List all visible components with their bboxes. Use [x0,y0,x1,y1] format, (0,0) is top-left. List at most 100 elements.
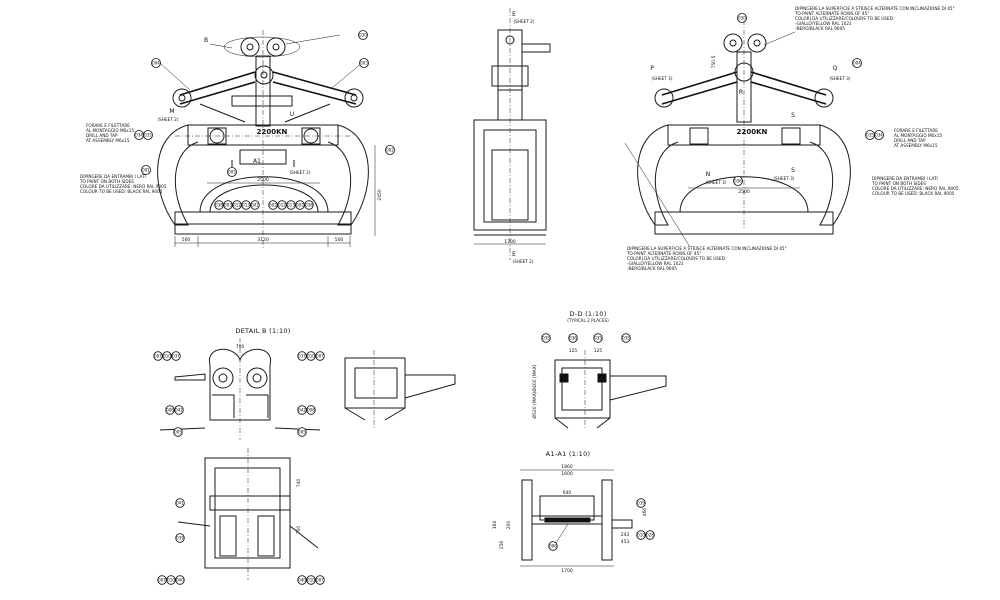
label-s-top: S [791,112,795,119]
note-paint-left-2: TO PAINT ON BOTH SIDES [79,179,134,184]
note-stripes-top-1: DIPINGERE LA SUPERFICIE A STRISCE ALTERN… [795,6,955,11]
bubble-db-ml-0: 008 [166,408,174,413]
bubble-lower-br-0: 040 [298,578,306,583]
dim-500-b: 500 [335,237,344,243]
label-s: S [791,167,795,174]
dim-453: 453 [621,539,630,545]
dim-256: 256 [499,541,505,550]
note-stripes-bottom-1: DIPINGERE LA SUPERFICIE A STRISCE ALTERN… [627,246,787,251]
dim-460: 460 [642,508,648,517]
bubble-dd-0: 035 [542,336,550,341]
dim-3120: 3120 [257,237,269,243]
sheet-e-bottom: (SHEET 2) [513,259,534,264]
bubble-db-ml-1: 042 [175,408,183,413]
label-e-bottom: E [512,251,516,258]
bubble-034-right: 034 [875,133,883,138]
dim-125a: 125 [569,348,578,354]
note-stripes-bottom-4: -GIALLO/YELLOW RAL 1021 [627,261,684,266]
note-stripes-top-2: TO PAINT ALTERNATE ROWS OF 45° [794,11,869,16]
section-dd-title: D-D (1:10) [569,310,606,318]
dim-400: Ø400 (MAX) [531,364,538,391]
bubble-dd-2: 035 [594,336,602,341]
bubble-010-a1: 010 [637,533,645,538]
note-stripes-bottom-2: TO PAINT ALTERNATE ROWS OF 45° [626,251,701,256]
bubble-041: 041 [176,501,184,506]
bubble-db-tr-1: 010 [307,354,315,359]
bubble-006: 006 [549,544,557,549]
section-dd-subtitle: (TYPICAL 2 PLACES) [567,318,609,323]
bubble-002-left: 002 [386,148,394,153]
bubble-row1-4: 002 [251,203,259,208]
label-n: N [706,171,711,178]
bubble-028: 028 [646,533,654,538]
bubble-lower-bl-0: 007 [158,578,166,583]
dim-500-a: 500 [182,237,191,243]
label-r: R [739,89,743,96]
bubble-db-tl-2: 037 [172,354,180,359]
dim-520: Ø520 (MAX) [531,391,538,418]
bubble-db-tl-0: 007 [154,354,162,359]
note-drill-left-4: AT ASSEMBLY M6x15 [86,138,130,143]
sheet-s: (SHEET 3) [774,176,795,181]
label-a1: A1 [253,158,261,165]
bubble-036: 036 [734,179,742,184]
label-q: Q [833,65,838,72]
note-paint-left-3: COLORE DA UTILIZZARE: NERO RAL 9005 [80,184,167,189]
bubble-035-right: 035 [866,133,874,138]
bubble-030-left: 030 [359,33,367,38]
dim-125b: 125 [594,348,603,354]
note-stripes-top-4: -GIALLO/YELLOW RAL 1021 [795,21,852,26]
sheet-ref-a1: (SHEET 2) [290,170,311,175]
detail-b-lower-view: 740 700 041 039 007 010 040 040 010 007 [157,448,325,585]
note-drill-right-1: FORARE E FILETTARE [894,128,938,133]
bubble-lower-br-2: 007 [316,578,324,583]
note-drill-right-3: DRILL AND TAP [894,138,926,143]
label-p: P [650,65,654,72]
bubble-dd-3: 035 [622,336,630,341]
dim-700-detail: 700 [236,344,245,350]
sheet-p: (SHEET 3) [652,76,673,81]
sheet-ref-m: (SHEET 2) [158,117,179,122]
label-m: M [169,108,174,115]
dim-2500-left: 2500 [257,177,269,183]
dim-740: 740 [296,479,302,488]
bubble-db-tr-2: 007 [316,354,324,359]
note-paint-left-4: COLOUR TO BE USED: BLACK RAL 9005 [80,189,163,194]
load-label-left: 2200KN [257,128,288,136]
bubble-005-left: 005 [228,170,236,175]
note-stripes-bottom-5: -NERO/BLACK RAL 9005 [627,266,677,271]
bubble-db-mr-1: 008 [307,408,315,413]
dim-1700-a1: 1700 [561,568,573,574]
bubble-db-mr-0: 042 [298,408,306,413]
dim-700b: 700 [296,526,302,535]
bubble-dd-1: 036 [569,336,577,341]
bubble-001: 001 [142,168,150,173]
note-drill-left-2: AL MONTAGGIO M6x15 [86,128,134,133]
dim-200: 200 [506,521,512,530]
bubble-row1-2: 012 [233,203,241,208]
sheet-n: (SHEET 3) [706,180,727,185]
bubble-row-1: 038 003 012 013 002 [214,200,260,210]
note-stripes-bottom-3: COLORI DA UTILIZZARE/COLOURS TO BE USED: [627,256,726,261]
load-label-right: 2200KN [737,128,768,136]
bubble-row2-2: 013 [287,203,295,208]
bubble-row1-1: 003 [224,203,232,208]
bubble-003-left: 003 [360,61,368,66]
bubble-004-right: 004 [853,61,861,66]
bubble-lower-br-1: 010 [307,578,315,583]
bubble-039-lower: 039 [176,536,184,541]
note-stripes-top-5: -NERO/BLACK RAL 9005 [795,26,845,31]
bubble-035-left: 035 [144,133,152,138]
note-paint-left-1: DIPINGERE DA ENTRAMBI I LATI [80,174,146,179]
bubble-row2-3: 002 [296,203,304,208]
note-paint-right-4: COLOUR TO BE USED: BLACK RAL 9005 [872,191,955,196]
dim-2450: 2450 [377,189,383,201]
note-drill-left-1: FORARE E FILETTARE [86,123,130,128]
dim-164: 164 [492,521,498,530]
bubble-004-left: 004 [152,61,160,66]
bubble-row2-0: 002 [269,203,277,208]
bubble-row2-1: 012 [278,203,286,208]
note-paint-right-2: TO PAINT ON BOTH SIDES [871,181,926,186]
